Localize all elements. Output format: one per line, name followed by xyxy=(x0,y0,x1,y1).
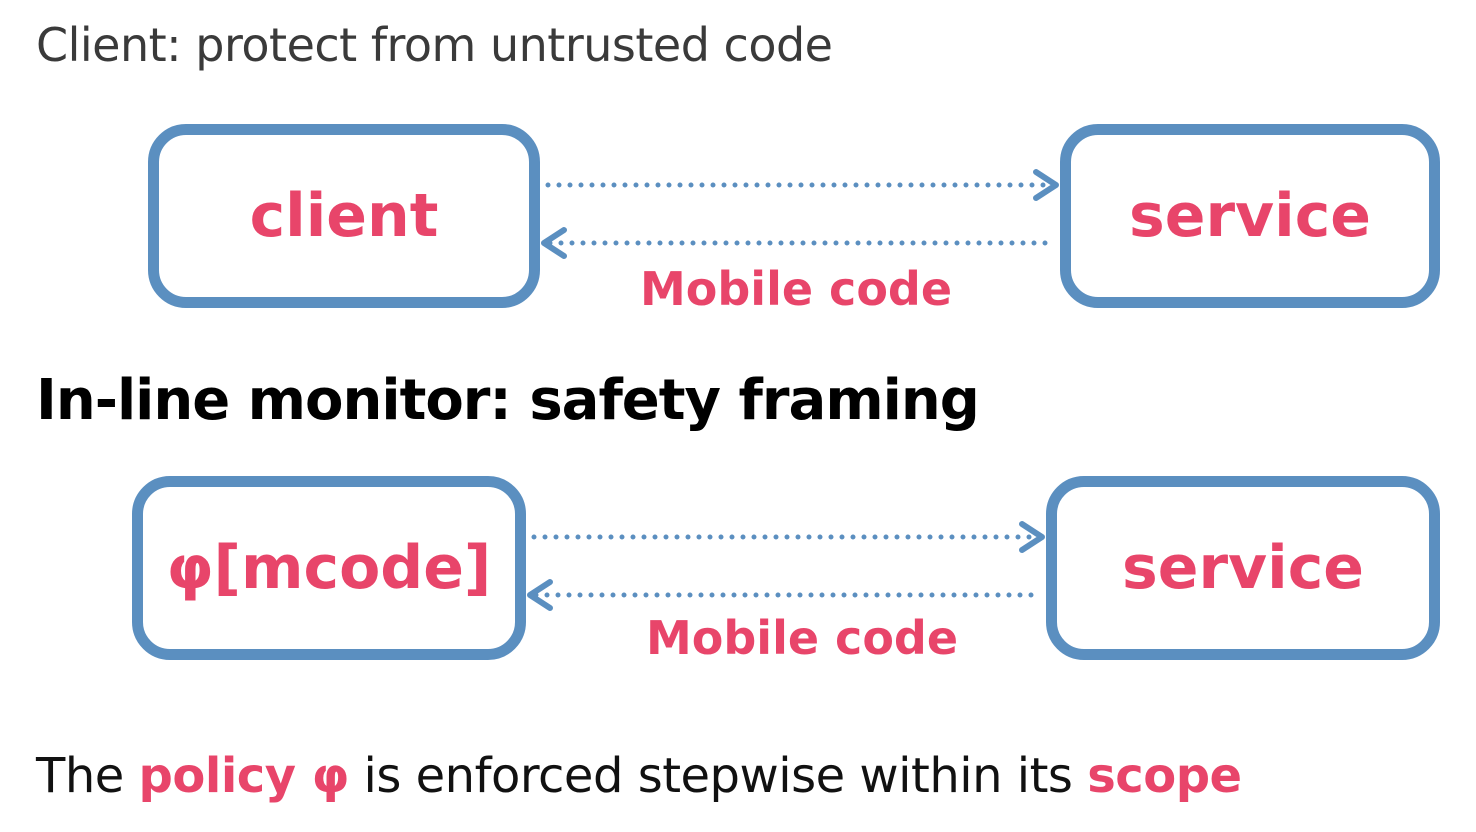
footer-phi: φ xyxy=(295,748,350,804)
service-box-top: service xyxy=(1060,124,1440,308)
service-box-bottom: service xyxy=(1046,476,1440,660)
client-box: client xyxy=(148,124,540,308)
arrowhead-right-top xyxy=(1033,169,1059,201)
mobile-code-label-top: Mobile code xyxy=(640,262,953,316)
footer-statement: The policy φ is enforced stepwise within… xyxy=(36,748,1242,804)
client-box-label: client xyxy=(249,181,439,251)
footer-part2: is enforced stepwise within its xyxy=(348,748,1088,804)
service-box-top-label: service xyxy=(1129,181,1371,251)
top-heading: Client: protect from untrusted code xyxy=(36,18,833,72)
mobile-code-label-bottom: Mobile code xyxy=(646,611,959,665)
middle-heading: In-line monitor: safety framing xyxy=(36,368,980,433)
monitored-code-box: φ[mcode] xyxy=(132,476,526,660)
footer-scope: scope xyxy=(1087,748,1242,804)
arrowhead-left-bottom xyxy=(527,579,553,611)
arrowhead-right-bottom xyxy=(1019,521,1045,553)
arrowhead-left-top xyxy=(541,227,567,259)
footer-policy: policy xyxy=(138,748,296,804)
service-box-bottom-label: service xyxy=(1122,533,1364,603)
footer-part1: The xyxy=(36,748,139,804)
monitored-code-box-label: φ[mcode] xyxy=(166,533,492,603)
